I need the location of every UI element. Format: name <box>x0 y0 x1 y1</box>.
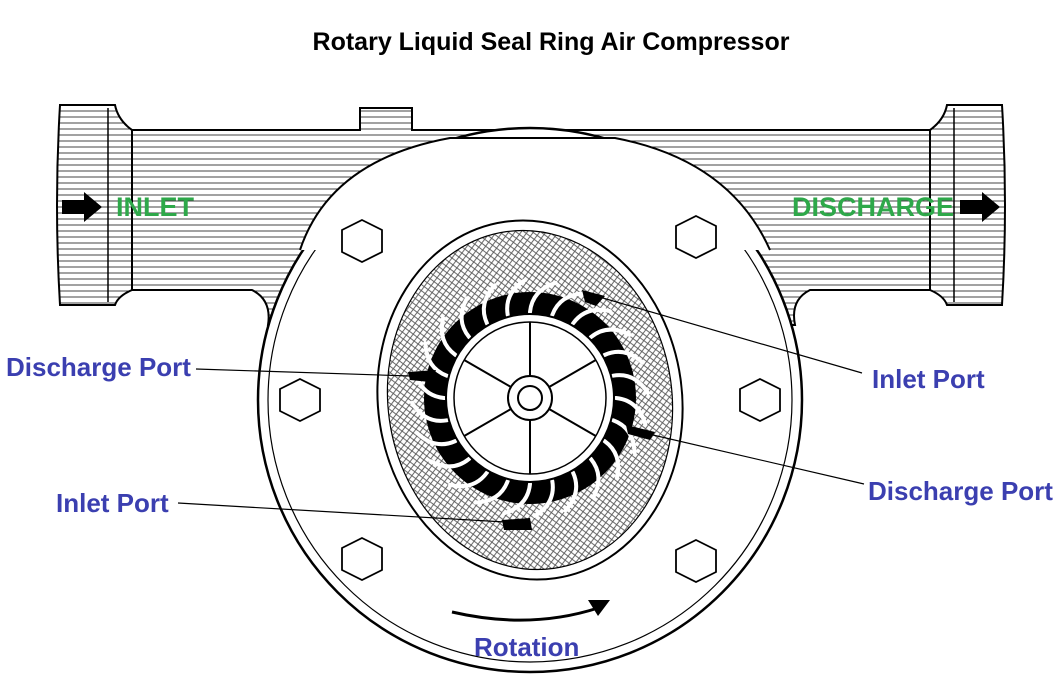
impeller-spoke <box>463 359 512 388</box>
hexagon-bolt-icon <box>675 214 717 260</box>
discharge-port-label-right: Discharge Port <box>868 476 1053 506</box>
impeller-blade <box>423 341 449 378</box>
discharge-port-marker-left <box>408 370 436 382</box>
impeller-blade <box>415 431 458 447</box>
inlet-port-label-left: Inlet Port <box>56 488 169 518</box>
impeller-blade <box>588 327 632 340</box>
impeller-blade <box>602 349 645 365</box>
impeller-blade <box>614 396 648 426</box>
impeller-blade <box>532 479 555 518</box>
hexagon-bolt-icon <box>341 536 383 582</box>
impeller-blade <box>481 283 497 326</box>
inlet-port-label-right: Inlet Port <box>872 364 985 394</box>
impeller-blade <box>528 280 558 314</box>
impeller-blade <box>563 470 579 513</box>
hexagon-bolt-icon <box>739 377 781 423</box>
impeller-blade <box>473 479 510 505</box>
impeller <box>410 278 650 518</box>
leader-lines <box>177 295 865 523</box>
impeller-blade <box>588 456 601 500</box>
hexagon-bolt-icon <box>279 377 321 423</box>
discharge-port-label-left: Discharge Port <box>6 352 191 382</box>
discharge-label: DISCHARGE <box>792 192 954 222</box>
impeller-spoke <box>548 408 597 437</box>
impeller-blade <box>502 482 532 516</box>
impeller-blade <box>448 470 489 489</box>
right-arrow-icon <box>62 192 102 222</box>
impeller-spoke <box>548 359 597 388</box>
impeller-blade <box>602 439 621 480</box>
impeller-blade <box>410 400 449 423</box>
inlet-port-marker-left <box>502 518 532 530</box>
impeller-blade <box>571 307 612 326</box>
impeller-blade <box>550 291 587 317</box>
impeller-blade <box>428 456 472 469</box>
bolt-group <box>279 214 781 584</box>
impeller-blade <box>611 373 650 396</box>
diagram-title: Rotary Liquid Seal Ring Air Compressor <box>313 28 790 56</box>
impeller-blade <box>459 296 472 340</box>
hexagon-bolt-icon <box>341 218 383 264</box>
hexagon-bolt-icon <box>675 538 717 584</box>
rotation-label: Rotation <box>474 632 579 662</box>
right-arrow-icon <box>960 192 1000 222</box>
impeller-blade <box>439 316 458 357</box>
inlet-port-marker-right <box>582 290 605 306</box>
curved-arrow-icon <box>588 600 610 616</box>
impeller-spoke <box>463 408 512 437</box>
inlet-label: INLET <box>116 192 195 222</box>
impeller-blade <box>505 278 528 317</box>
rotation-arc <box>451 606 599 622</box>
